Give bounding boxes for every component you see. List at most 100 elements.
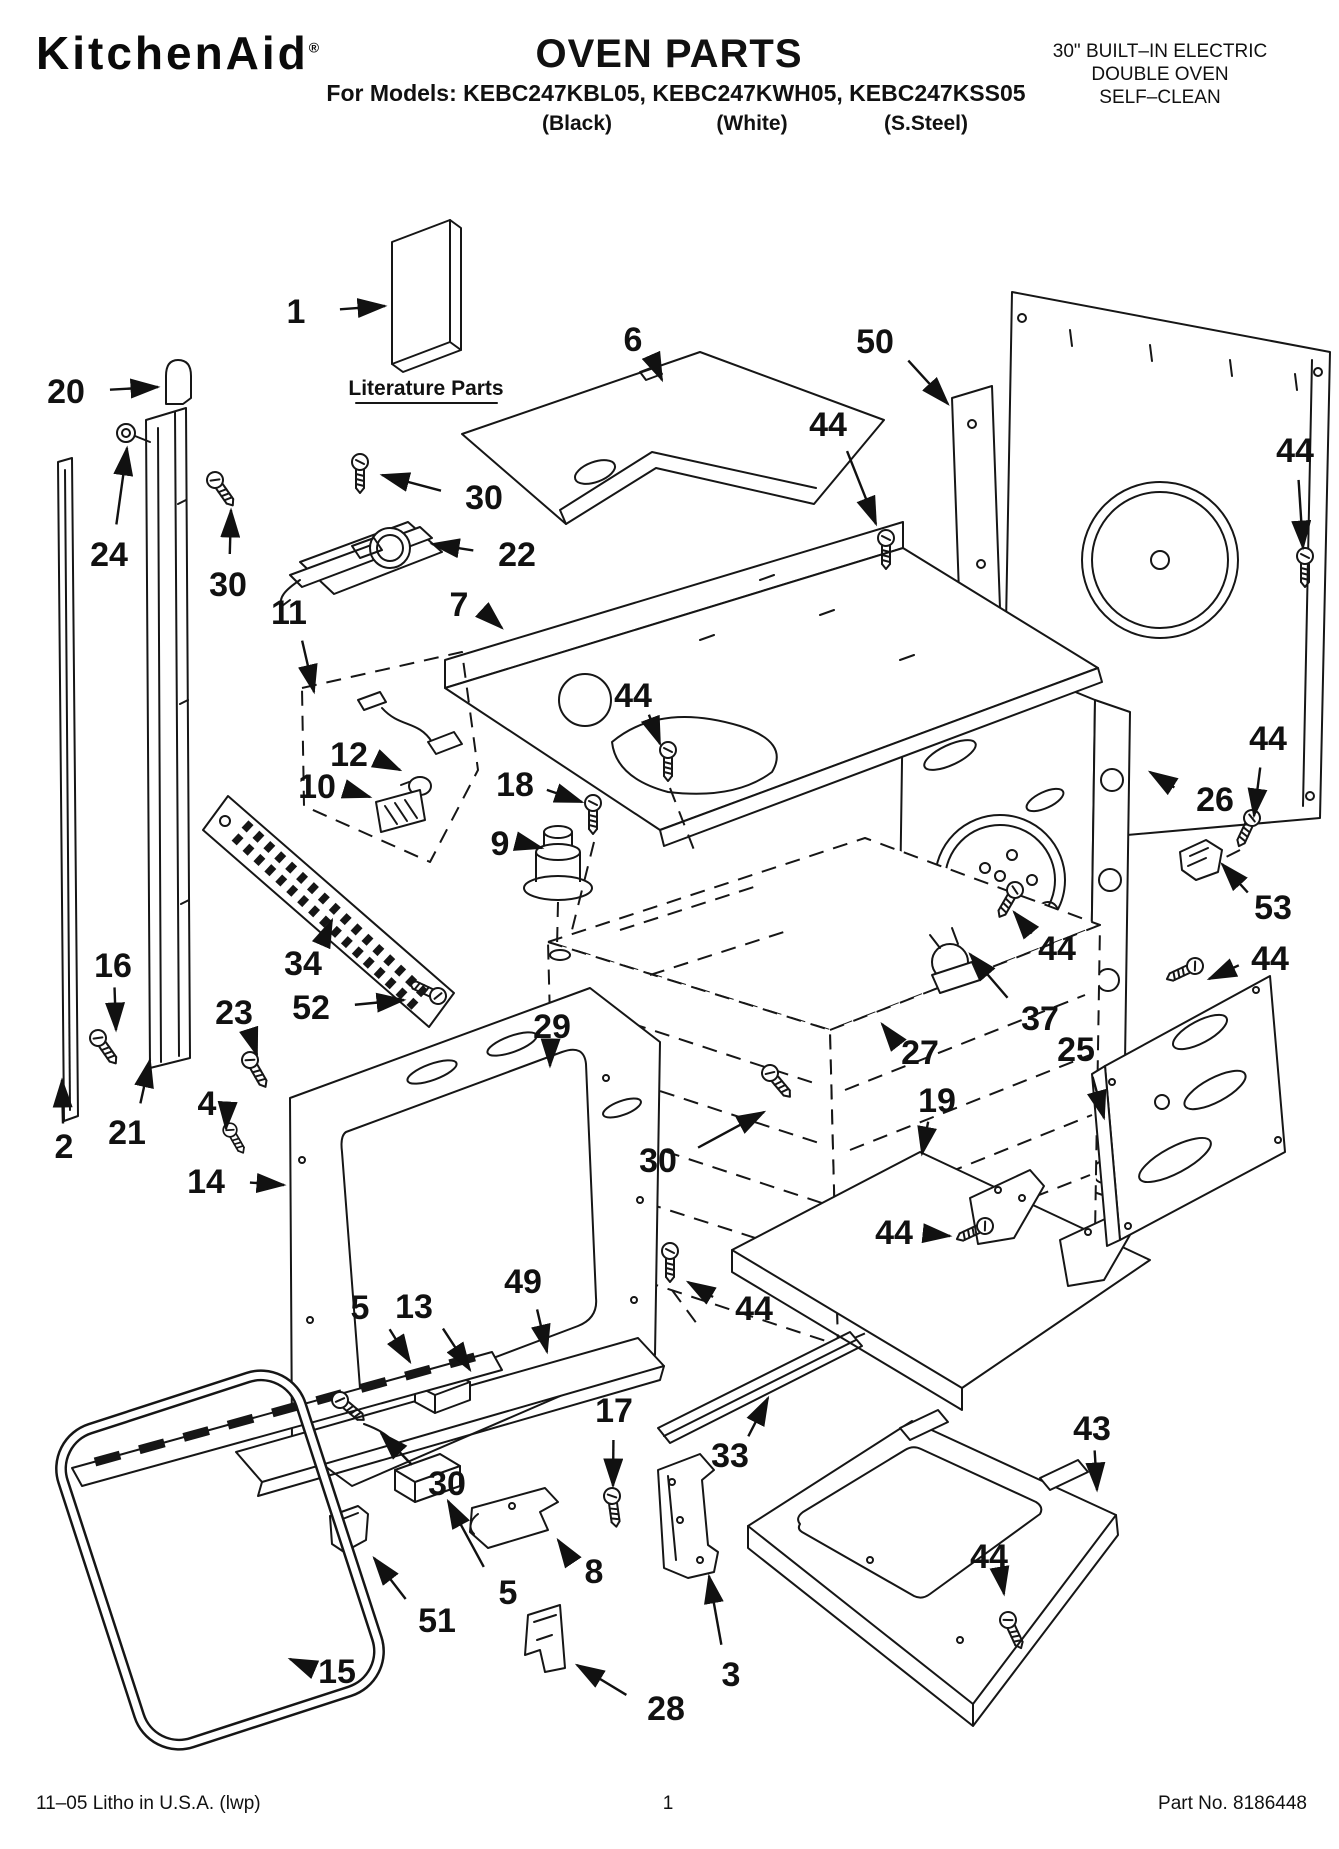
finish-label-ssteel: (S.Steel) <box>883 112 969 135</box>
models-line: For Models: KEBC247KBL05, KEBC247KWH05, … <box>326 80 1026 106</box>
callout-arrow-6 <box>641 350 664 383</box>
callout-arrow-44 <box>685 1280 717 1305</box>
callout-arrow-12 <box>370 749 403 772</box>
part-trim-cap-20 <box>165 359 192 405</box>
callout-label-33: 33 <box>711 1437 749 1475</box>
callout-arrow-22 <box>429 538 474 559</box>
part-lower-rail-49 <box>235 1337 665 1497</box>
part-shelf-panel-19 <box>731 1151 1151 1411</box>
footer-part-number: Part No. 8186448 <box>1158 1793 1307 1814</box>
callout-label-20: 20 <box>47 373 85 411</box>
callout-arrow-44 <box>921 1223 953 1244</box>
part-top-panel-7 <box>444 521 1103 847</box>
callout-label-44: 44 <box>809 406 847 444</box>
literature-parts-label: Literature Parts <box>348 377 503 400</box>
callout-arrow-3 <box>704 1573 724 1645</box>
callout-arrow-30 <box>379 1431 413 1466</box>
part-support-bracket-8 <box>469 1487 559 1549</box>
callout-label-8: 8 <box>585 1553 604 1591</box>
callout-label-14: 14 <box>187 1163 225 1201</box>
callout-label-28: 28 <box>647 1690 685 1728</box>
callout-arrow-23 <box>239 1025 259 1058</box>
callout-arrow-33 <box>746 1395 770 1437</box>
callout-label-16: 16 <box>94 947 132 985</box>
callout-label-3: 3 <box>722 1656 741 1694</box>
callout-label-27: 27 <box>901 1034 939 1072</box>
callout-label-30: 30 <box>639 1142 677 1180</box>
callout-arrow-28 <box>574 1663 628 1696</box>
callout-arrow-43 <box>1085 1450 1106 1493</box>
callout-label-4: 4 <box>198 1085 217 1123</box>
callout-arrow-30 <box>379 472 442 492</box>
callout-label-26: 26 <box>1196 781 1234 819</box>
callout-arrow-1 <box>339 298 388 318</box>
callout-arrow-16 <box>105 987 126 1033</box>
callout-arrow-18 <box>546 783 585 804</box>
callout-label-9: 9 <box>491 825 510 863</box>
callout-arrow-13 <box>441 1327 472 1373</box>
callout-label-34: 34 <box>284 945 322 983</box>
part-bottom-trim-33 <box>657 1331 863 1444</box>
callout-label-1: 1 <box>287 293 306 331</box>
part-hinge-bracket-3 <box>657 1453 719 1579</box>
part-wiring-clip-53 <box>1179 839 1223 881</box>
callout-label-44: 44 <box>875 1214 913 1252</box>
spec-line-3: SELF–CLEAN <box>1099 87 1221 108</box>
callout-arrow-10 <box>340 779 373 799</box>
footer-page-number: 1 <box>662 1793 674 1814</box>
callout-label-21: 21 <box>108 1114 146 1152</box>
callout-arrow-14 <box>249 1173 287 1193</box>
callout-label-44: 44 <box>1249 720 1287 758</box>
callout-arrow-20 <box>109 378 161 399</box>
callout-arrow-53 <box>1220 862 1249 894</box>
callout-label-5: 5 <box>351 1289 370 1327</box>
callout-arrow-44 <box>989 1565 1010 1597</box>
brand-logo: KitchenAid® <box>36 27 320 79</box>
callout-arrow-25 <box>1086 1076 1107 1121</box>
callout-arrow-15 <box>287 1657 320 1680</box>
callout-label-13: 13 <box>395 1288 433 1326</box>
callout-label-44: 44 <box>970 1538 1008 1576</box>
callout-label-22: 22 <box>498 536 536 574</box>
callout-label-44: 44 <box>735 1290 773 1328</box>
registered-mark: ® <box>308 39 320 56</box>
callout-label-25: 25 <box>1057 1031 1095 1069</box>
callout-arrow-21 <box>134 1057 154 1104</box>
callout-arrow-19 <box>917 1121 937 1157</box>
callout-label-44: 44 <box>614 677 652 715</box>
callout-label-18: 18 <box>496 766 534 804</box>
callout-arrow-11 <box>298 640 318 695</box>
callout-arrow-44 <box>1247 767 1268 819</box>
callout-arrow-37 <box>968 952 1009 999</box>
callout-arrow-49 <box>531 1309 551 1355</box>
callout-label-44: 44 <box>1251 940 1289 978</box>
callout-arrow-5 <box>386 1328 412 1365</box>
callout-arrow-2 <box>52 1077 73 1124</box>
part-side-rail-21 <box>145 407 191 1069</box>
callout-label-19: 19 <box>918 1082 956 1120</box>
part-vent-tube-9 <box>523 825 593 949</box>
callout-label-6: 6 <box>624 321 643 359</box>
callout-label-15: 15 <box>318 1653 356 1691</box>
callout-label-52: 52 <box>292 989 330 1027</box>
callout-label-5: 5 <box>499 1574 518 1612</box>
callout-label-23: 23 <box>215 994 253 1032</box>
page-title: OVEN PARTS <box>535 32 803 76</box>
part-anti-tip-clip-28 <box>524 1604 566 1673</box>
callout-arrow-34 <box>311 917 334 950</box>
finish-label-black: (Black) <box>541 112 613 135</box>
callout-arrow-24 <box>113 445 134 525</box>
callout-label-24: 24 <box>90 536 128 574</box>
callout-arrow-44 <box>845 450 878 527</box>
callout-label-30: 30 <box>209 566 247 604</box>
callout-label-44: 44 <box>1276 432 1314 470</box>
spec-block: 30" BUILT–IN ELECTRIC DOUBLE OVEN SELF–C… <box>1010 40 1310 109</box>
callout-label-30: 30 <box>428 1465 466 1503</box>
callout-label-53: 53 <box>1254 889 1292 927</box>
callout-label-43: 43 <box>1073 1410 1111 1448</box>
part-fastener-nut-24 <box>116 423 151 443</box>
callout-arrow-51 <box>372 1556 407 1600</box>
